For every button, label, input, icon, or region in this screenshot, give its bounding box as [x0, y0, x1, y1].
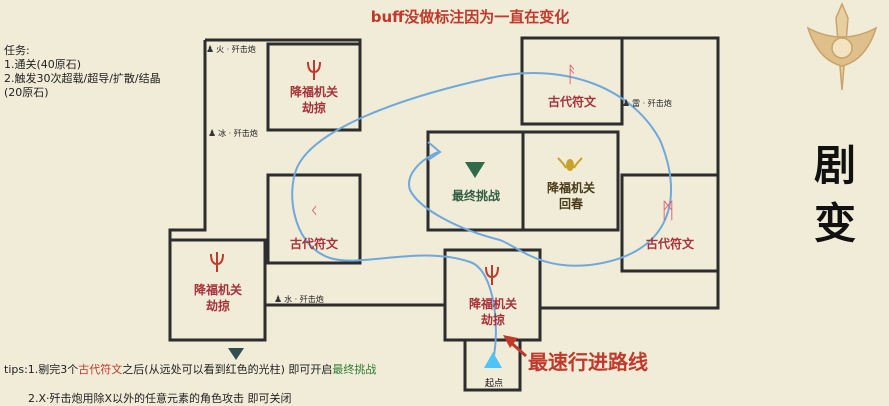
trident-icon	[307, 60, 321, 80]
cannon-icon: ♟	[208, 129, 217, 139]
tips-line-2: 2.X·歼击炮用除X以外的任意元素的角色攻击 即可关闭	[28, 392, 292, 405]
sword-emblem-icon	[806, 2, 878, 91]
room-label-guda-top: 古代符文	[547, 95, 596, 109]
side-char-2: 变	[814, 199, 857, 248]
trident-icon	[485, 265, 499, 285]
page-title: buff没做标注因为一直在变化	[370, 8, 570, 26]
rune-icon: ᛗ	[661, 199, 674, 224]
room-label-guda-mid: 古代符文	[289, 237, 338, 251]
triangle-up-icon	[484, 352, 502, 368]
rune-icon: ᚲ	[307, 199, 320, 224]
route-arrow-head	[427, 141, 442, 161]
tips-line-1: tips:1.剔完3个古代符文之后(从远处可以看到红色的光柱) 即可开启最终挑战	[4, 363, 377, 376]
triangle-emblem-icon	[228, 348, 244, 360]
rune-icon: ᚨ	[565, 63, 578, 88]
cannon-icon: ♟	[622, 99, 631, 109]
fastest-route-arrow	[503, 335, 527, 358]
task-line: (20原石)	[4, 86, 49, 99]
cannon-label: ♟冰 · 歼击炮	[208, 129, 258, 139]
task-header: 任务:	[4, 44, 30, 57]
start-label: 起点	[484, 379, 503, 389]
room-label-guda-right: 古代符文	[645, 237, 694, 251]
task-line: 2.触发30次超载/超导/扩散/结晶	[4, 72, 161, 85]
triangle-emblem-icon	[465, 162, 485, 178]
task-list: 任务: 1.通关(40原石) 2.触发30次超载/超导/扩散/结晶 (20原石)	[4, 44, 174, 100]
cannon-label: ♟水 · 歼击炮	[274, 295, 324, 305]
room-label-jiangfu-top: 降福机关 劫掠	[289, 85, 338, 115]
cannon-icon: ♟	[274, 295, 283, 305]
wings-icon	[557, 157, 583, 171]
route-path	[291, 72, 672, 361]
task-line: 1.通关(40原石)	[4, 58, 82, 71]
cannon-label: ♟火 · 歼击炮	[206, 45, 256, 55]
fastest-route-label: 最速行进路线	[528, 350, 648, 374]
room-label-jiangfu-bottom: 降福机关 劫掠	[468, 297, 517, 327]
cannon-label: ♟雷 · 歼击炮	[622, 99, 672, 109]
cannon-icon: ♟	[206, 45, 215, 55]
room-label-final: 最终挑战	[451, 189, 500, 203]
trident-icon	[210, 252, 224, 272]
walls	[168, 36, 720, 392]
room-label-jiangfu-left: 降福机关 劫掠	[193, 283, 242, 313]
room-label-huichun: 降福机关 回春	[546, 181, 595, 211]
side-char-1: 剧	[814, 141, 857, 190]
